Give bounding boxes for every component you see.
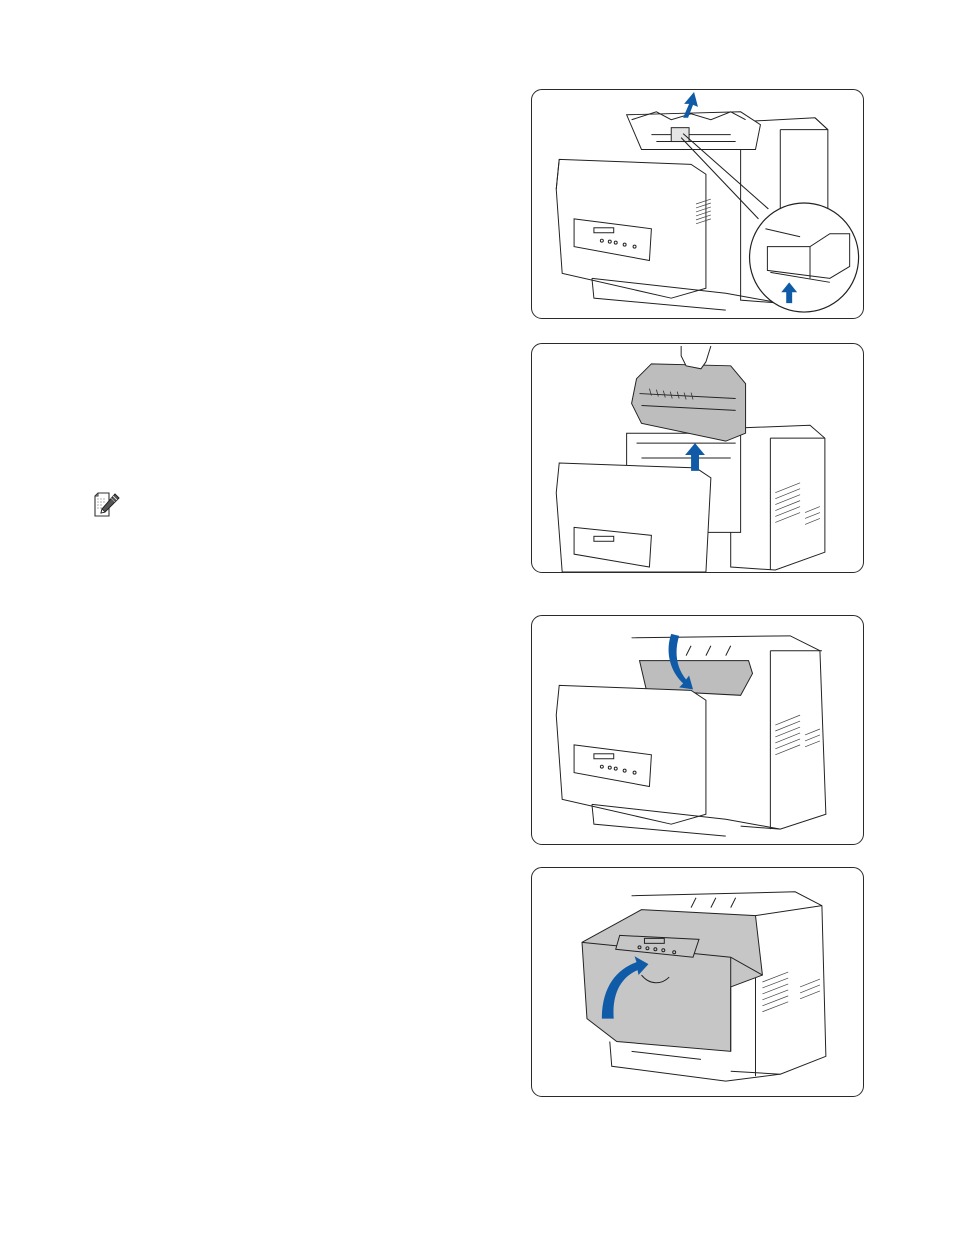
arrow-curved-up-icon (601, 956, 649, 1019)
printer-illustration (555, 345, 826, 572)
arrow-up-icon (685, 443, 705, 471)
arrow-down-curved-icon (668, 633, 694, 690)
figure-step-2: Hand lifting drum/toner cartridge out of… (531, 343, 864, 573)
printer-illustration (555, 91, 860, 313)
arrow-up-icon (781, 282, 798, 304)
arrow-up-icon (683, 91, 698, 118)
figure-step-1: Printer with front cover open; fuser/uni… (531, 89, 864, 319)
figure-step-4: Closing the grey front cover of the prin… (531, 867, 864, 1097)
printer-illustration (581, 891, 827, 1082)
figure-step-3: Lowering the grey fuser cover back down … (531, 615, 864, 845)
note-pencil-icon (92, 492, 120, 517)
detail-inset (748, 202, 860, 313)
printer-illustration (555, 633, 827, 837)
